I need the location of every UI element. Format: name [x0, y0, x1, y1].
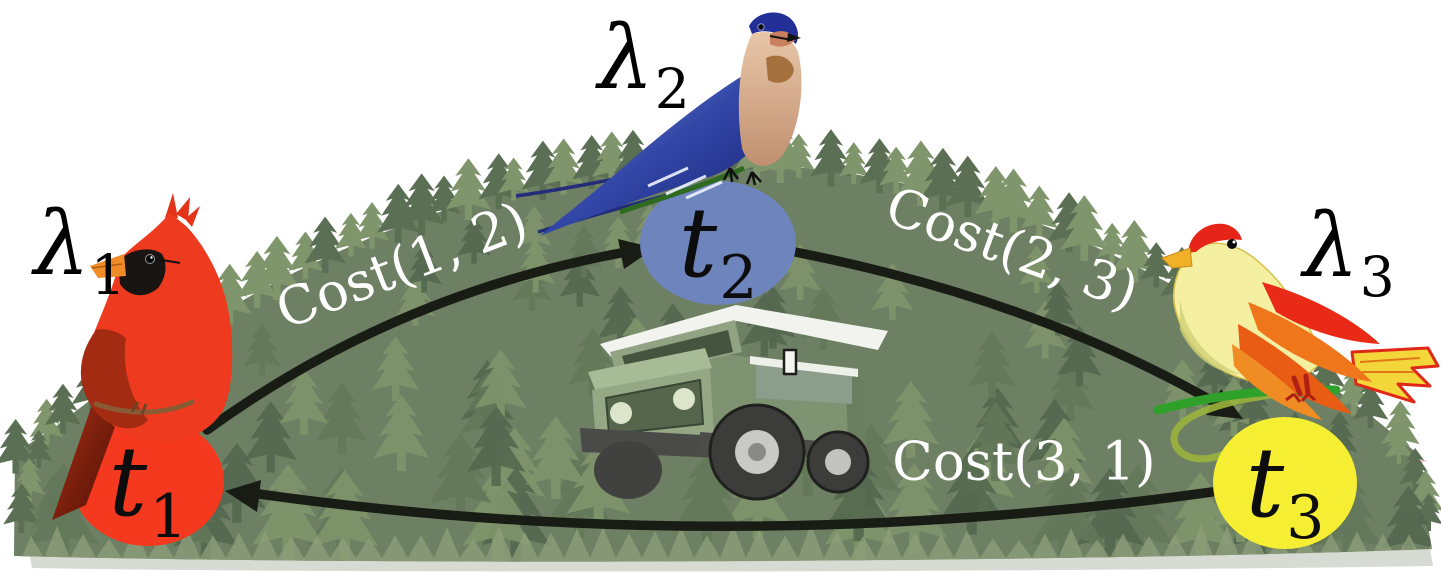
grass-fringe	[18, 524, 1432, 562]
ground-shadow	[30, 548, 1433, 572]
green-offroad-truck	[580, 305, 888, 501]
edge-cost-3-1-arrowhead	[225, 480, 261, 512]
edge-cost-1-2-arrow	[202, 245, 643, 435]
edge-cost-3-1-label: Cost(3, 1)	[892, 431, 1156, 493]
edge-cost-3-1-arrow	[247, 487, 1217, 531]
